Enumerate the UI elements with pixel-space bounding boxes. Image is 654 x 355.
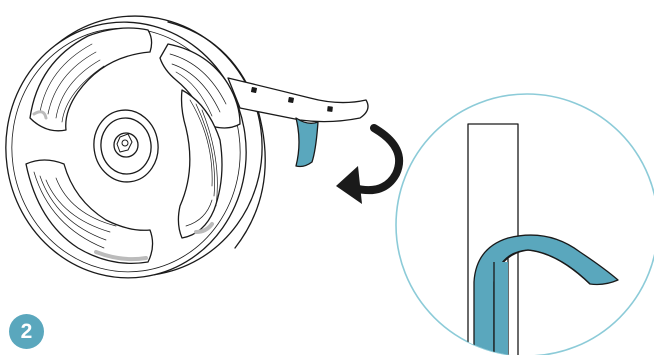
step-number-badge: 2 (9, 314, 44, 349)
reel-spindle (116, 133, 133, 153)
step-number: 2 (20, 320, 33, 343)
reel-window-lower-left (25, 159, 154, 265)
curved-arrow-icon (336, 124, 404, 204)
reel-window-upper-right (159, 43, 241, 129)
led-strip-icon (227, 77, 369, 168)
zoom-detail-circle (395, 93, 654, 355)
reel-window-upper-left (29, 27, 153, 132)
reel-window-right (177, 89, 223, 239)
led-strip-reel-icon (5, 15, 266, 279)
